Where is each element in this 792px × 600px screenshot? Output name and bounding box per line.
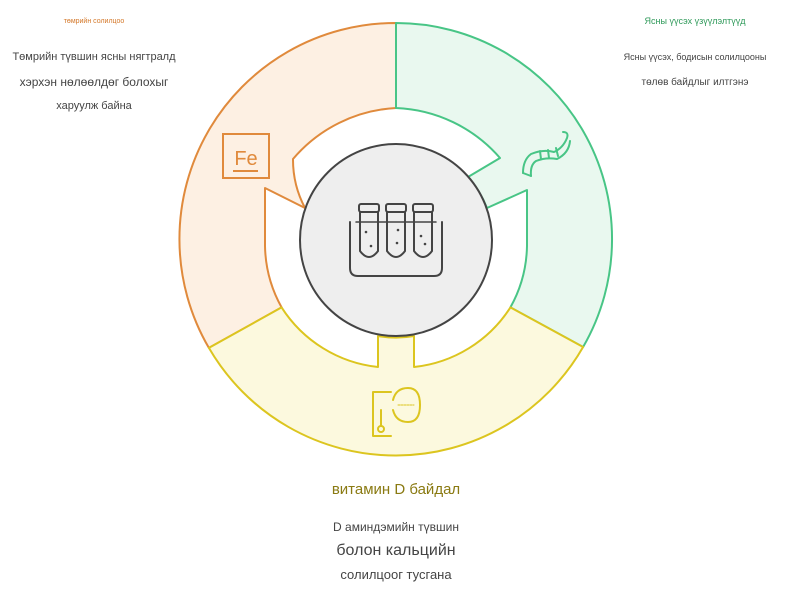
gut-desc-line-2: төлөв байдлыг илтгэнэ [641, 77, 749, 88]
iron-fe-icon: Fe [222, 133, 270, 179]
iron-title: төмрийн солилцоо [63, 18, 125, 25]
vitamin-desc-line-3: солилцоог тусгана [340, 567, 452, 582]
vitamin-d-icon [372, 387, 421, 437]
vitamin-desc-line-2: болон кальцийн [336, 542, 456, 559]
gut-segment [395, 22, 614, 348]
iron-segment [178, 21, 397, 349]
iron-desc-line-3: харуулж байна [56, 100, 132, 112]
iron-icon-text: Fe [234, 148, 257, 170]
iron-desc-line-2: хэрхэн нөлөөлдөг болохыг [19, 75, 169, 89]
vitamin-title: витамин D байдал [331, 481, 461, 498]
vitamin-desc-line-1: D аминдэмийн түвшин [333, 520, 459, 534]
gut-worm-icon [522, 131, 571, 177]
test-tubes-icon [349, 203, 443, 277]
vitamin-segment [207, 306, 585, 457]
gut-title: Ясны үүсэх үзүүлэлтүүд [644, 16, 746, 26]
iron-desc-line-1: Төмрийн түвшин ясны нягтралд [12, 51, 176, 63]
center-circle [299, 143, 493, 337]
gut-desc-line-1: Ясны үүсэх, бодисын солилцооны [623, 52, 767, 62]
